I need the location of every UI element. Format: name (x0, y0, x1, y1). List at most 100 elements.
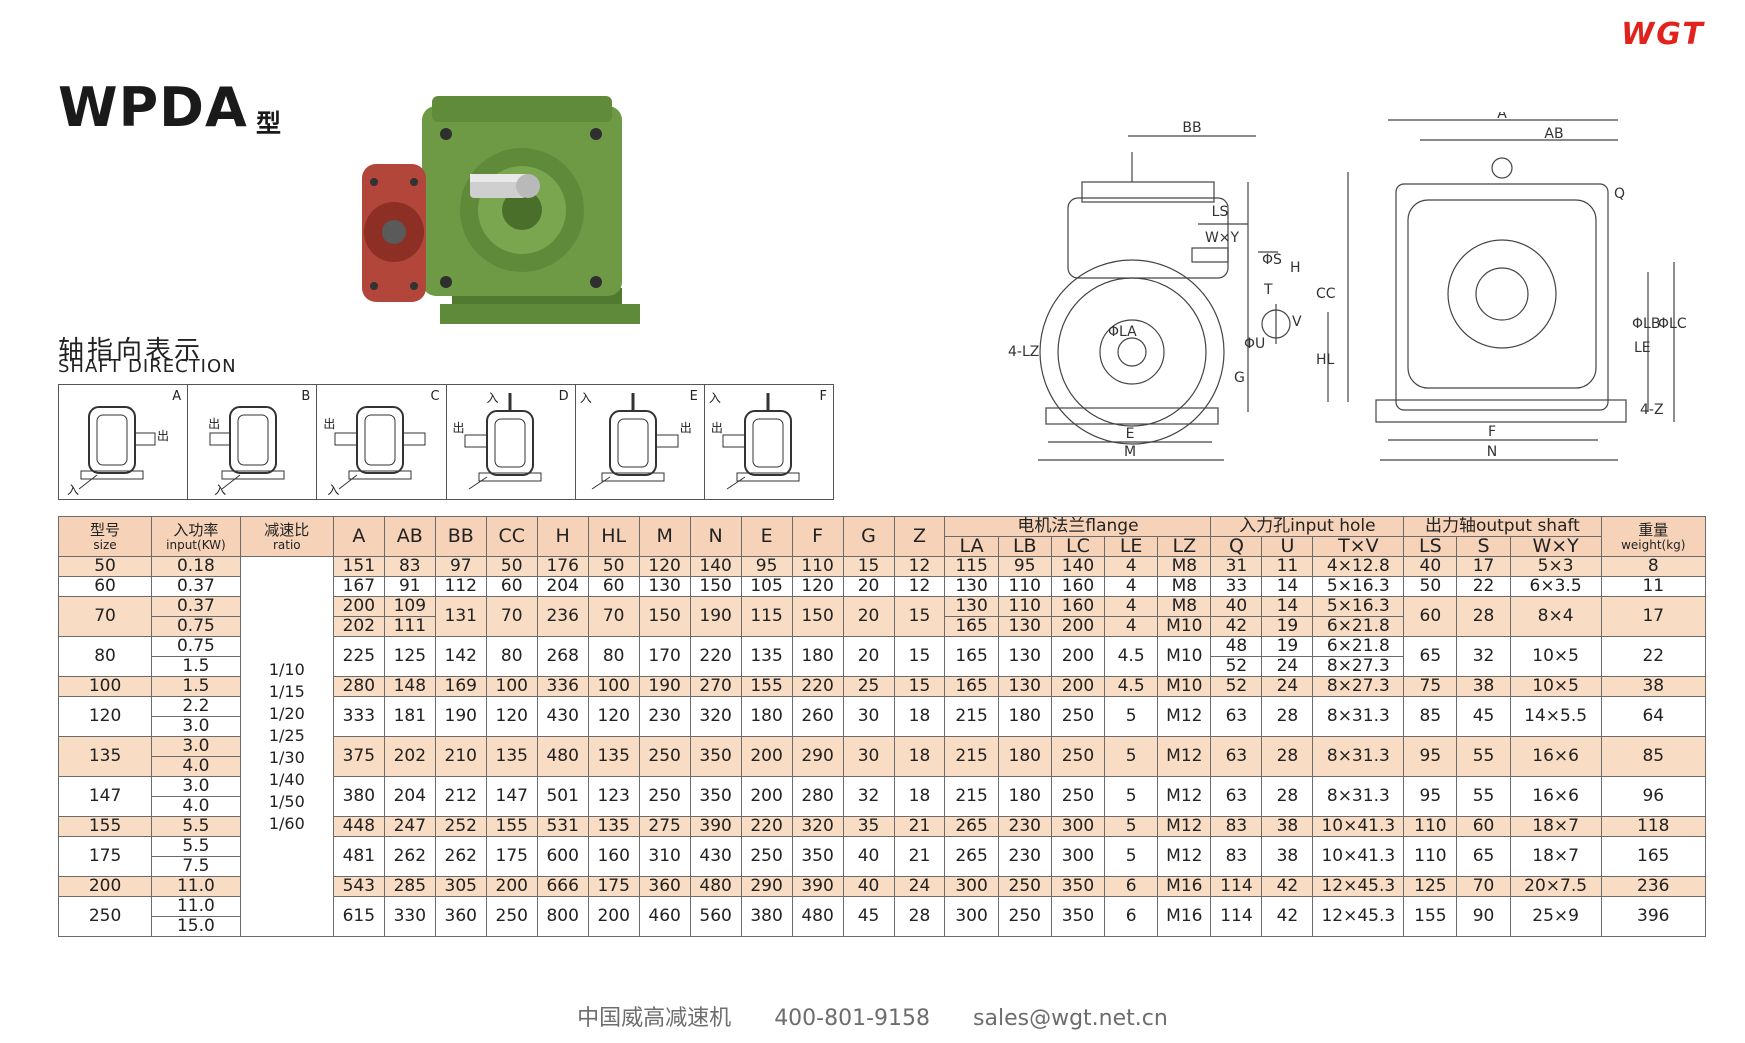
dim-cell: 220 (689, 636, 742, 677)
dim-cell: 80 (587, 636, 640, 677)
dim-cell: 350 (689, 776, 742, 817)
dim-label: T (1263, 282, 1273, 298)
flange-cell: 180 (997, 776, 1052, 817)
dim-cell: 140 (689, 556, 742, 577)
flange-cell: 300 (944, 876, 999, 897)
output-shaft-cell: 10×5 (1509, 676, 1602, 697)
dim-cell: 109 (383, 596, 436, 617)
output-shaft-cell: 14×5.5 (1509, 696, 1602, 737)
output-shaft-cell: 50 (1403, 576, 1458, 597)
dim-cell: 200 (587, 896, 640, 937)
input-hole-cell: 114 (1210, 896, 1263, 937)
flange-cell: 4.5 (1104, 676, 1159, 697)
input-mark: 入 (214, 483, 227, 497)
direction-diagram-icon (209, 406, 285, 490)
flange-cell: 5 (1104, 816, 1159, 837)
ratio-value: 1/10 (268, 659, 305, 679)
dim-cell: 190 (638, 676, 691, 697)
size-cell: 200 (57, 876, 153, 897)
dim-cell: 12 (893, 556, 946, 577)
input-hole-cell: 8×31.3 (1312, 776, 1405, 817)
flange-cell: 140 (1050, 556, 1106, 577)
dim-cell: 460 (638, 896, 691, 937)
input-hole-cell: 52 (1210, 656, 1263, 677)
input-mark: 入 (327, 483, 340, 497)
input-hole-cell: 10×41.3 (1312, 836, 1405, 877)
dim-cell: 180 (791, 636, 844, 677)
flange-cell: 300 (1050, 816, 1106, 837)
dim-cell: 45 (842, 896, 895, 937)
input-power-cell: 5.5 (151, 836, 241, 857)
dim-cell: 148 (383, 676, 436, 697)
shaft-direction-option: E 入 出 (576, 385, 705, 499)
footer: 中国威高减速机 400-801-9158 sales@wgt.net.cn (0, 1000, 1745, 1032)
direction-letter: E (689, 389, 698, 404)
flange-cell: M10 (1157, 636, 1212, 677)
dim-cell: 135 (485, 736, 538, 777)
flange-cell: 165 (944, 676, 999, 697)
dim-cell: 150 (689, 576, 742, 597)
dim-cell: 200 (740, 736, 793, 777)
dim-cell: 220 (791, 676, 844, 697)
flange-cell: M12 (1157, 776, 1212, 817)
shaft-direction-label-en: SHAFT DIRECTION (58, 356, 237, 377)
header-flange-group: 电机法兰flange (944, 516, 1212, 537)
dim-label: AB (1544, 126, 1563, 142)
flange-cell: 160 (1050, 576, 1106, 597)
input-power-cell: 3.0 (151, 736, 241, 757)
dim-cell: 260 (791, 696, 844, 737)
input-hole-cell: 63 (1210, 776, 1263, 817)
output-shaft-cell: 32 (1456, 636, 1511, 677)
dim-cell: 175 (485, 836, 538, 877)
input-power-cell: 2.2 (151, 696, 241, 717)
input-power-cell: 1.5 (151, 656, 241, 677)
dim-cell: 21 (893, 816, 946, 837)
dim-cell: 20 (842, 576, 895, 597)
dim-cell: 150 (638, 596, 691, 637)
input-hole-cell: 24 (1261, 676, 1314, 697)
output-shaft-cell: 70 (1456, 876, 1511, 897)
dim-cell: 531 (536, 816, 589, 837)
dim-cell: 176 (536, 556, 589, 577)
flange-cell: 4 (1104, 556, 1159, 577)
dim-cell: 18 (893, 696, 946, 737)
dim-cell: 320 (689, 696, 742, 737)
header-dim: AB (383, 516, 436, 557)
header-dim: G (842, 516, 895, 557)
output-mark: 出 (679, 421, 692, 435)
header-subcol: U (1261, 536, 1314, 557)
header-dim: Z (893, 516, 946, 557)
header-cn: 减速比 (264, 520, 310, 539)
shaft-direction-option: C 出 入 (317, 385, 447, 499)
input-hole-cell: 8×31.3 (1312, 736, 1405, 777)
input-hole-cell: 42 (1261, 896, 1314, 937)
input-power-cell: 11.0 (151, 876, 241, 897)
dim-cell: 350 (791, 836, 844, 877)
flange-cell: 200 (1050, 616, 1106, 637)
flange-cell: 5 (1104, 776, 1159, 817)
dim-cell: 230 (638, 696, 691, 737)
dim-cell: 310 (638, 836, 691, 877)
flange-cell: M10 (1157, 676, 1212, 697)
dim-label: E (1126, 426, 1135, 442)
output-shaft-cell: 75 (1403, 676, 1458, 697)
input-power-cell: 11.0 (151, 896, 241, 917)
dim-cell: 60 (587, 576, 640, 597)
size-cell: 80 (57, 636, 153, 677)
input-hole-cell: 48 (1210, 636, 1263, 657)
dim-cell: 147 (485, 776, 538, 817)
dim-cell: 280 (791, 776, 844, 817)
dim-cell: 155 (485, 816, 538, 837)
input-power-cell: 3.0 (151, 716, 241, 737)
flange-cell: 130 (997, 616, 1052, 637)
input-mark: 入 (486, 391, 499, 405)
flange-cell: 350 (1050, 876, 1106, 897)
output-shaft-cell: 20×7.5 (1509, 876, 1602, 897)
dim-cell: 155 (740, 676, 793, 697)
dim-cell: 666 (536, 876, 589, 897)
dim-cell: 120 (791, 576, 844, 597)
